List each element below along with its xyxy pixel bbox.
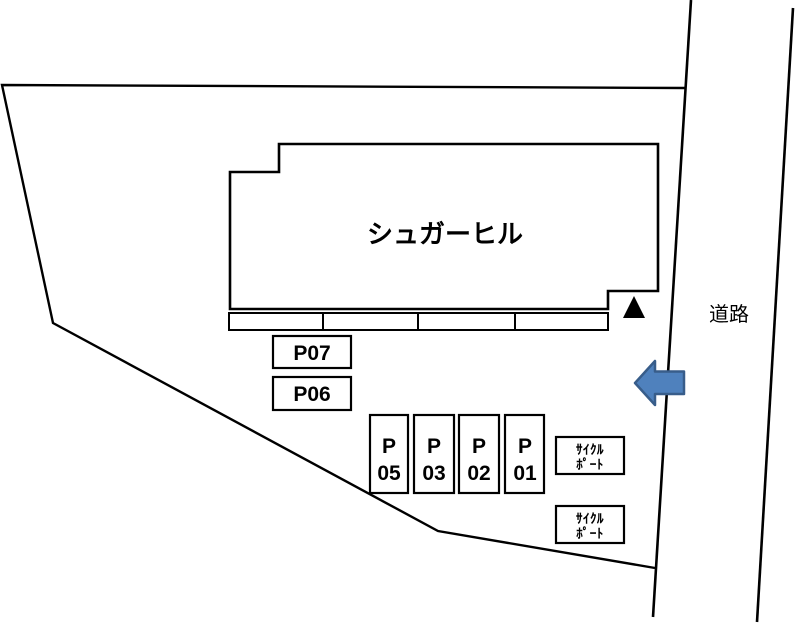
parking-stall-p03-line2: 03 bbox=[422, 462, 445, 485]
road-edge-line-outer bbox=[755, 7, 795, 623]
cycle-port-box-1 bbox=[554, 435, 626, 476]
cycle-port-2-line2: ﾎﾟｰﾄ bbox=[576, 526, 604, 541]
parking-box-p06 bbox=[271, 375, 353, 412]
cycle-port-1-line1: ｻｲｸﾙ bbox=[576, 442, 604, 457]
parking-stall-p01 bbox=[503, 413, 546, 495]
cycle-port-box-2 bbox=[554, 504, 626, 545]
parking-stall-p02-line2: 02 bbox=[467, 462, 490, 485]
parking-box-p07-label: P07 bbox=[293, 342, 330, 365]
parking-stall-p05 bbox=[368, 413, 410, 495]
building-outline bbox=[228, 142, 660, 311]
parking-box-p06-label: P06 bbox=[293, 383, 330, 406]
parking-stall-p02 bbox=[457, 413, 501, 495]
cycle-port-2-line1: ｻｲｸﾙ bbox=[576, 511, 604, 526]
parking-stall-p02-line1: P bbox=[472, 435, 486, 458]
cycle-port-1-line2: ﾎﾟｰﾄ bbox=[576, 457, 604, 472]
parking-stall-p05-line1: P bbox=[382, 435, 396, 458]
parking-stall-p03 bbox=[412, 413, 456, 495]
parking-box-p07 bbox=[271, 334, 353, 370]
triangle-marker-icon bbox=[623, 296, 645, 318]
road-label: 道路 bbox=[709, 303, 749, 326]
property-boundary-line bbox=[0, 83, 687, 570]
parking-stall-p05-line2: 05 bbox=[377, 462, 401, 485]
parking-stall-p01-line2: 01 bbox=[513, 462, 537, 485]
left-arrow-icon bbox=[633, 359, 686, 407]
parking-stall-p03-line1: P bbox=[427, 435, 441, 458]
parking-stall-p01-line1: P bbox=[518, 435, 532, 458]
building-label: シュガーヒル bbox=[367, 219, 523, 249]
road-edge-line-inner bbox=[651, 0, 693, 618]
